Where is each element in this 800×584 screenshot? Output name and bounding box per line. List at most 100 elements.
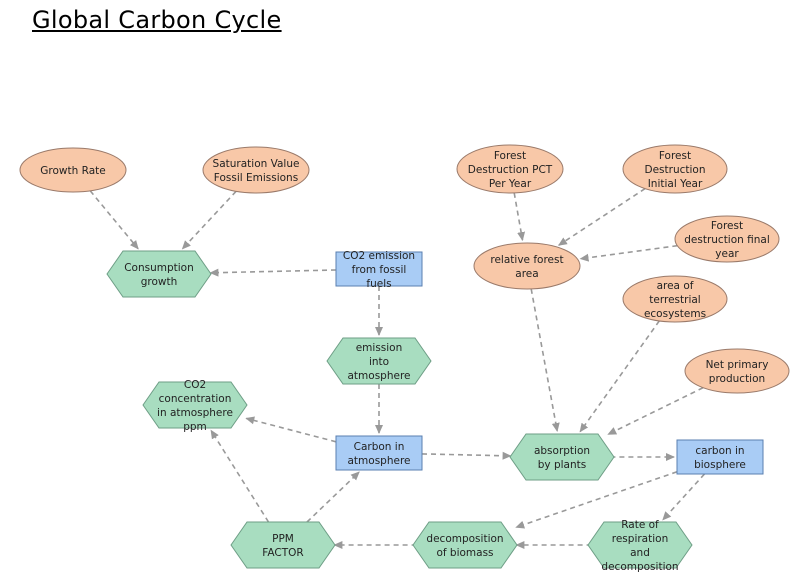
edge-carbon-in-biosphere-to-decomposition-biomass — [515, 471, 678, 529]
node-shape-ellipse — [622, 144, 728, 194]
node-label-line: destruction final — [684, 234, 770, 246]
node-carbon-in-atmosphere[interactable]: Carbon in atmosphere — [335, 435, 423, 471]
node-label-line: Consumption — [124, 262, 194, 274]
node-shape-hex — [230, 521, 336, 569]
node-area-terrestrial[interactable]: area of terrestrial ecosystems — [622, 275, 728, 323]
node-consumption-growth[interactable]: Consumption growth — [106, 250, 212, 298]
node-label-line: concentration — [159, 393, 232, 405]
node-label-line: growth — [141, 276, 178, 288]
edge-net-primary-production-to-absorption-by-plants — [607, 386, 704, 436]
node-shape-hex — [587, 521, 693, 569]
node-label-line: Fossil Emissions — [214, 172, 298, 184]
node-label-line: respiration — [612, 533, 668, 545]
node-label-line: Initial Year — [648, 178, 703, 190]
node-label-line: into — [369, 356, 389, 368]
edge-saturation-value-to-consumption-growth — [181, 190, 237, 250]
edge-forest-destruction-initial-to-relative-forest-area — [557, 187, 646, 246]
node-label: absorption by plants — [534, 445, 590, 471]
node-label-line: in atmosphere — [157, 407, 233, 419]
node-shape-hex — [326, 337, 432, 385]
node-label-line: relative forest — [490, 254, 563, 266]
node-label-line: production — [709, 373, 765, 385]
node-shape-ellipse — [674, 215, 780, 263]
node-label-line: Forest — [711, 220, 743, 232]
node-growth-rate[interactable]: Growth Rate — [19, 147, 127, 193]
edge-ppm-factor-to-carbon-in-atmosphere — [306, 471, 360, 523]
node-label: Growth Rate — [40, 165, 105, 177]
node-label-line: ppm — [183, 421, 207, 433]
node-label-line: CO2 emission — [343, 250, 415, 262]
edge-carbon-in-biosphere-to-rate-of-respiration — [662, 473, 706, 521]
node-label-line: emission — [356, 342, 403, 354]
node-label-line: atmosphere — [348, 370, 411, 382]
node-label-line: Saturation Value — [213, 158, 300, 170]
edge-ppm-factor-to-co2-concentration — [210, 429, 270, 523]
node-label-line: biosphere — [694, 459, 746, 471]
node-label: Carbon in atmosphere — [348, 441, 411, 467]
node-decomposition-biomass[interactable]: decomposition of biomass — [412, 521, 518, 569]
node-label-line: Forest — [494, 150, 526, 162]
node-shape-ellipse — [684, 348, 790, 394]
node-label: PPM FACTOR — [262, 533, 303, 559]
page-title: Global Carbon Cycle — [32, 6, 282, 34]
node-label-line: FACTOR — [262, 547, 303, 559]
node-shape-hex — [142, 381, 248, 429]
node-label-line: absorption — [534, 445, 590, 457]
node-label-line: Destruction — [645, 164, 706, 176]
node-label-line: area of — [657, 280, 694, 292]
node-absorption-by-plants[interactable]: absorption by plants — [509, 433, 615, 481]
node-label-line: decomposition — [426, 533, 503, 545]
node-label-line: Forest — [659, 150, 691, 162]
node-label-line: Carbon in — [354, 441, 405, 453]
node-shape-ellipse — [622, 275, 728, 323]
node-shape-ellipse — [202, 146, 310, 194]
node-label-line: from fossil — [352, 264, 407, 276]
node-shape-hex — [106, 250, 212, 298]
node-label-line: ecosystems — [644, 308, 706, 320]
node-label-line: atmosphere — [348, 455, 411, 467]
edge-relative-forest-area-to-absorption-by-plants — [530, 288, 560, 432]
node-label-line: Rate of — [621, 519, 659, 531]
edge-area-terrestrial-to-absorption-by-plants — [579, 320, 660, 433]
edge-forest-destruction-final-to-relative-forest-area — [579, 244, 678, 262]
node-label: decomposition of biomass — [426, 533, 503, 559]
edge-carbon-in-atmosphere-to-absorption-by-plants — [421, 451, 512, 460]
edges-layer — [89, 187, 706, 549]
node-label-line: of biomass — [436, 547, 493, 559]
node-label-line: by plants — [538, 459, 586, 471]
node-ppm-factor[interactable]: PPM FACTOR — [230, 521, 336, 569]
node-label-line: terrestrial — [649, 294, 700, 306]
node-shape-rect — [676, 439, 764, 475]
node-label-line: Destruction PCT — [468, 164, 553, 176]
node-shape-rect — [335, 435, 423, 471]
node-label-line: Per Year — [489, 178, 532, 190]
node-emission-into-atmosphere[interactable]: emission into atmosphere — [326, 337, 432, 385]
edge-carbon-in-atmosphere-to-co2-concentration — [245, 416, 337, 443]
node-label: emission into atmosphere — [348, 342, 411, 382]
edge-co2-emission-fossil-to-consumption-growth — [209, 268, 337, 277]
node-label-line: and — [630, 547, 650, 559]
edge-growth-rate-to-consumption-growth — [89, 190, 139, 250]
node-label-line: PPM — [272, 533, 294, 545]
